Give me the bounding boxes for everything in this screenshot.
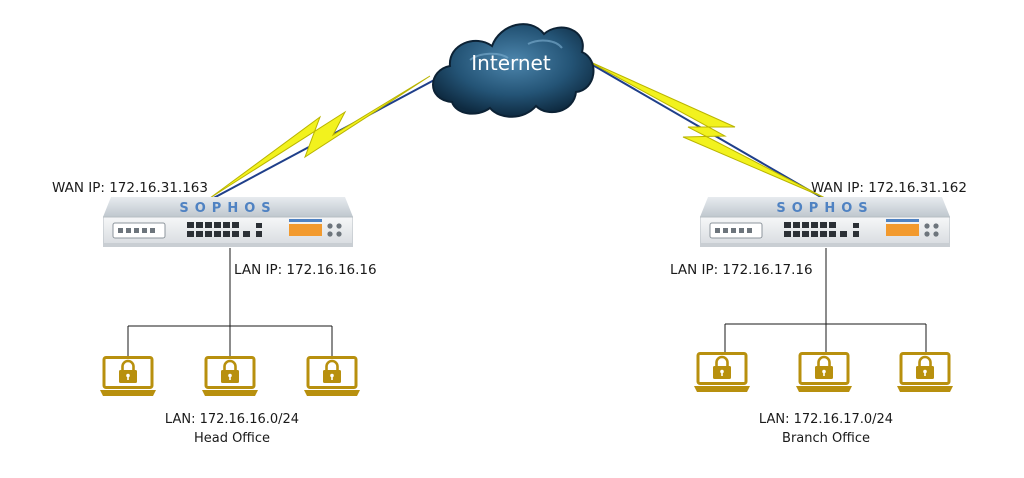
lightning-bolt-icon	[585, 59, 826, 199]
branch-office-name: Branch Office	[782, 431, 870, 446]
firewall-appliance-icon	[103, 197, 353, 248]
cloud-label: Internet	[471, 51, 551, 75]
laptop-lock-icon	[896, 352, 954, 394]
firewall-appliance-icon	[700, 197, 950, 248]
branch-office-lan-ip: LAN IP: 172.16.17.16	[670, 262, 813, 278]
laptop-lock-icon	[795, 352, 853, 394]
laptop-lock-icon	[303, 356, 361, 398]
head-office-name: Head Office	[194, 431, 270, 446]
cloud-icon	[432, 23, 595, 118]
laptop-lock-icon	[693, 352, 751, 394]
branch-office-wan-ip: WAN IP: 172.16.31.162	[811, 180, 967, 196]
laptop-lock-icon	[99, 356, 157, 398]
head-office-wan-ip: WAN IP: 172.16.31.163	[52, 180, 208, 196]
laptop-lock-icon	[201, 356, 259, 398]
head-office-lan-ip: LAN IP: 172.16.16.16	[234, 262, 377, 278]
lightning-bolt-icon	[209, 75, 431, 199]
head-office-lan-lines	[127, 248, 333, 362]
branch-office-lan-subnet: LAN: 172.16.17.0/24	[759, 412, 893, 427]
head-office-lan-subnet: LAN: 172.16.16.0/24	[165, 412, 299, 427]
